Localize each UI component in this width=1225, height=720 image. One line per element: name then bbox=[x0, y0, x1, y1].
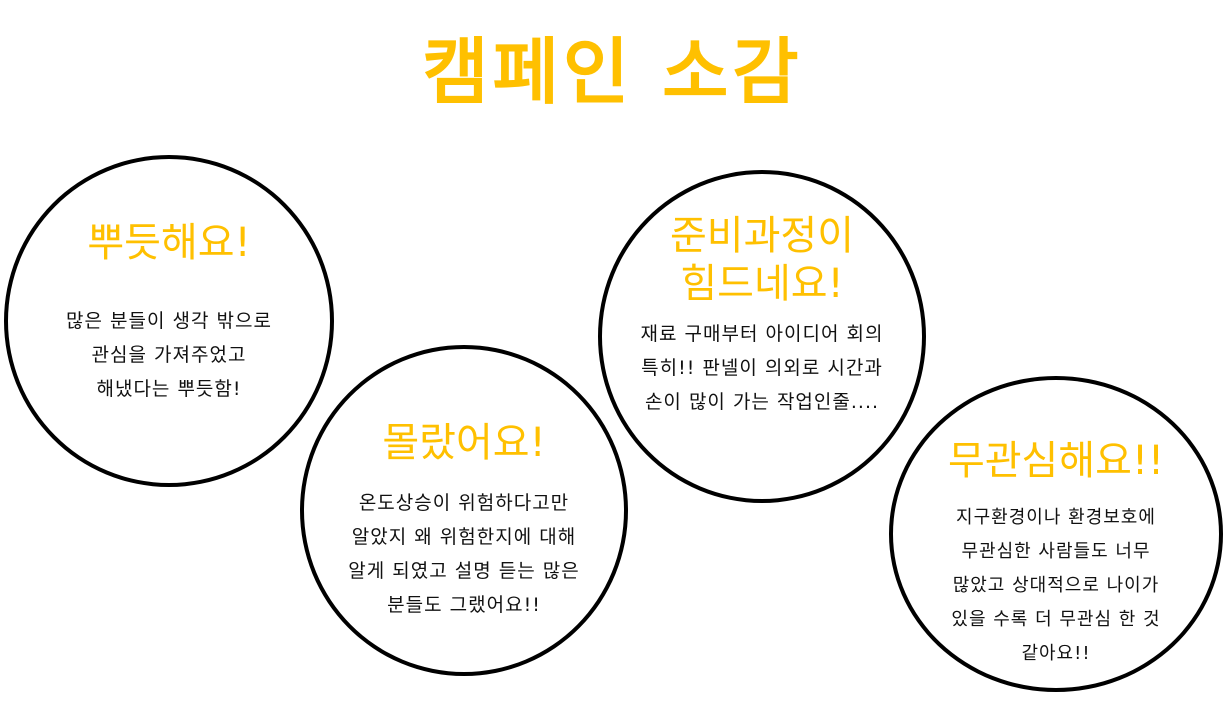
card-body-line: 지구환경이나 환경보호에 bbox=[956, 507, 1156, 528]
card-body-line: 많은 분들이 생각 밖으로 bbox=[66, 310, 272, 332]
card-heading: 무관심해요!! bbox=[947, 438, 1165, 484]
card-body-line: 해냈다는 뿌듯함! bbox=[96, 378, 242, 400]
card-body-line: 온도상승이 위험하다고만 bbox=[358, 492, 570, 514]
card-heading-line: 준비과정이 bbox=[670, 213, 854, 259]
card-body: 온도상승이 위험하다고만 알았지 왜 위험한지에 대해 알게 되였고 설명 듣는… bbox=[304, 486, 624, 622]
card-body-line: 많았고 상대적으로 나이가 bbox=[952, 575, 1160, 596]
card-body-line: 같아요!! bbox=[1021, 643, 1091, 664]
card-heading: 준비과정이 힘드네요! bbox=[602, 212, 922, 308]
card-body-line: 알게 되였고 설명 듣는 많은 bbox=[348, 560, 580, 582]
card-body-line: 분들도 그랬어요!! bbox=[387, 594, 541, 616]
card-body-line: 손이 많이 가는 작업인줄.... bbox=[644, 391, 880, 413]
card-body: 많은 분들이 생각 밖으로 관심을 가져주었고 해냈다는 뿌듯함! bbox=[8, 304, 330, 406]
card-body-line: 알았지 왜 위험한지에 대해 bbox=[351, 526, 577, 548]
card-body-line: 특히!! 판넬이 의외로 시간과 bbox=[641, 357, 883, 379]
card-body-line: 무관심한 사람들도 너무 bbox=[961, 541, 1151, 562]
feedback-card-didnt-know: 몰랐어요! 온도상승이 위험하다고만 알았지 왜 위험한지에 대해 알게 되였고… bbox=[300, 345, 628, 676]
page-title: 캠페인 소감 bbox=[422, 30, 803, 114]
card-heading: 뿌듯해요! bbox=[87, 220, 251, 266]
feedback-card-proud: 뿌듯해요! 많은 분들이 생각 밖으로 관심을 가져주었고 해냈다는 뿌듯함! bbox=[4, 155, 334, 487]
card-heading-line: 힘드네요! bbox=[680, 261, 844, 307]
card-heading: 몰랐어요! bbox=[382, 420, 546, 466]
feedback-card-indifferent: 무관심해요!! 지구환경이나 환경보호에 무관심한 사람들도 너무 많았고 상대… bbox=[889, 376, 1223, 692]
card-body: 지구환경이나 환경보호에 무관심한 사람들도 너무 많았고 상대적으로 나이가 … bbox=[893, 501, 1219, 671]
card-body-line: 관심을 가져주었고 bbox=[91, 344, 247, 366]
card-body: 재료 구매부터 아이디어 회의 특히!! 판넬이 의외로 시간과 손이 많이 가… bbox=[602, 317, 922, 419]
card-body-line: 재료 구매부터 아이디어 회의 bbox=[640, 323, 884, 345]
feedback-card-hard-preparation: 준비과정이 힘드네요! 재료 구매부터 아이디어 회의 특히!! 판넬이 의외로… bbox=[598, 170, 926, 503]
card-body-line: 있을 수록 더 무관심 한 것 bbox=[951, 609, 1161, 630]
